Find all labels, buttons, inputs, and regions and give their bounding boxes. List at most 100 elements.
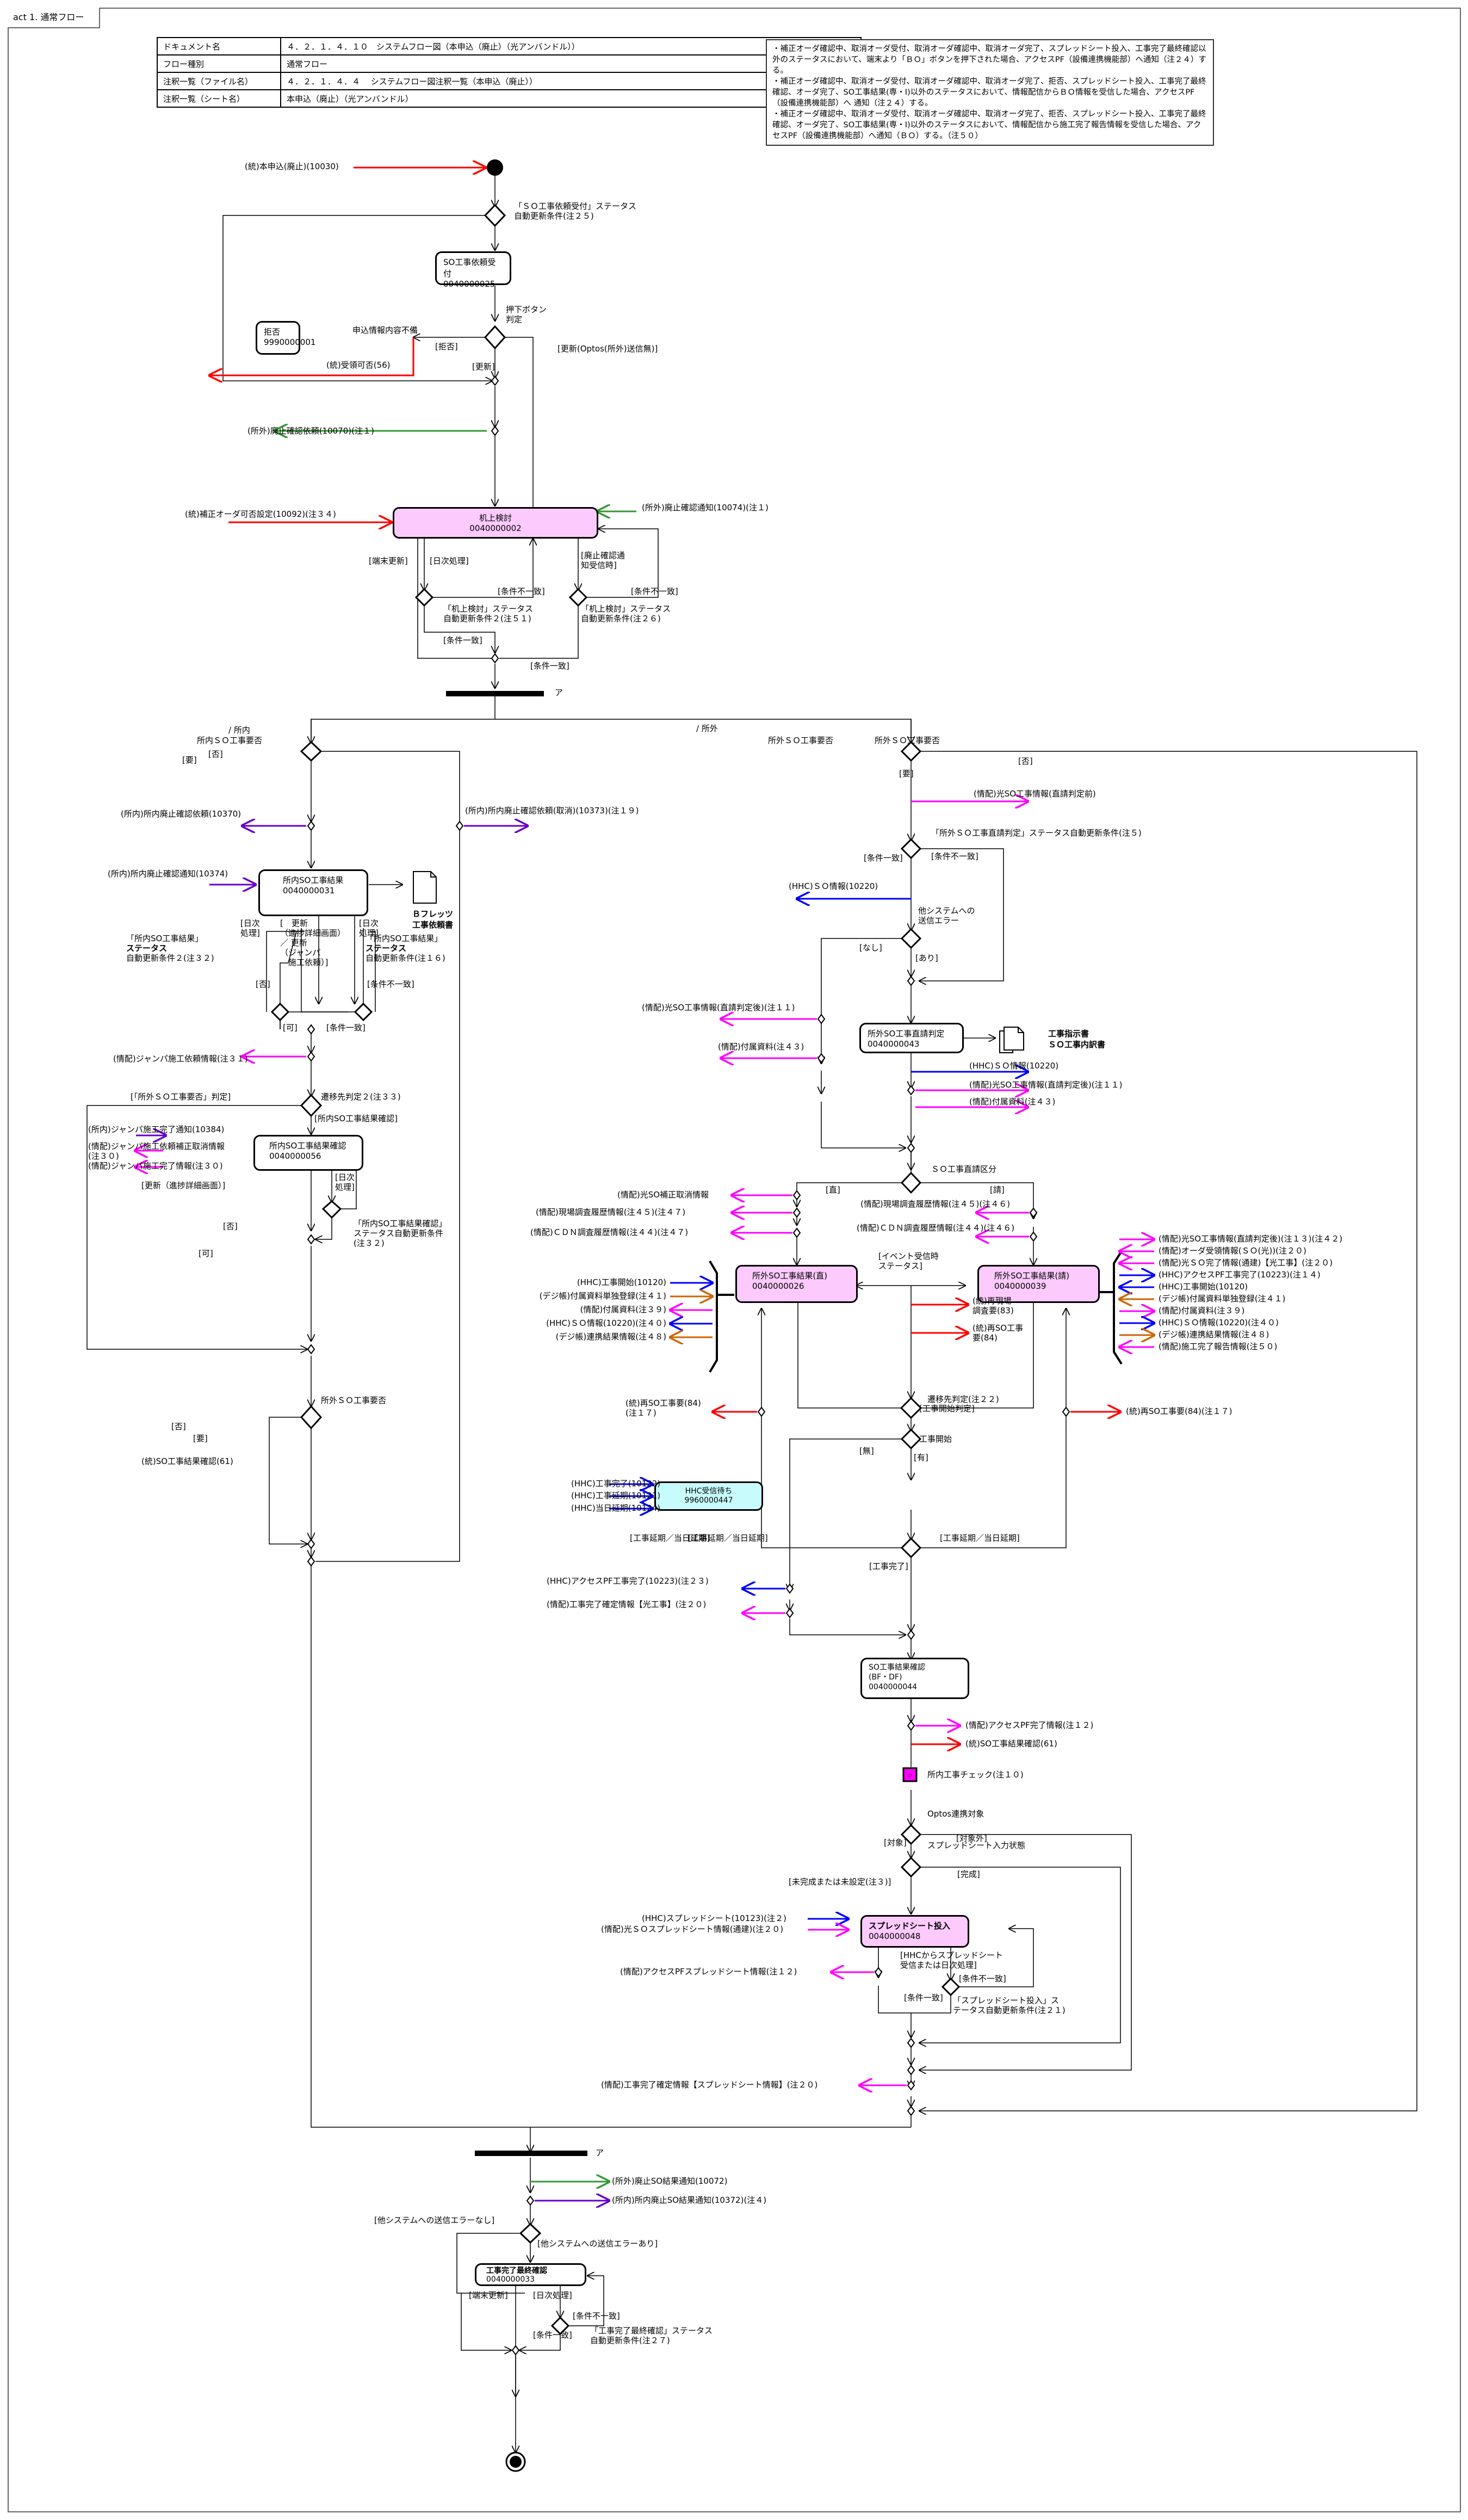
line: ／ 更新	[280, 938, 307, 948]
message-label: (統)再現場調査要(83)	[973, 1296, 1014, 1315]
merge	[785, 1608, 794, 1619]
action-shogai-kekka-sei[interactable]: 所外SO工事結果(請)0040000039	[977, 1265, 1100, 1303]
action-shogai-kekka-choku[interactable]: 所外SO工事結果(直)0040000026	[735, 1265, 858, 1303]
line: ステータス自動更新条件	[354, 1228, 444, 1238]
line: ステータス	[126, 943, 168, 953]
decision	[300, 1094, 323, 1117]
merge	[907, 2105, 915, 2116]
fork-label: ア	[555, 688, 563, 697]
msg-arrow	[209, 337, 414, 375]
node-name: 机上検討	[479, 513, 512, 523]
side-message-label: (デジ帳)連携結果情報(注４８)	[555, 1332, 666, 1342]
line: (注１７)	[625, 1408, 656, 1418]
node-id: 0040000031	[283, 886, 335, 895]
decision-label: 他システムへの送信エラー	[918, 851, 975, 925]
guard-label: [工事完了]	[869, 1561, 908, 1571]
guard-label: [否]	[1018, 756, 1033, 766]
decision	[568, 588, 588, 607]
decision-label: 所外ＳＯ工事要否	[321, 1395, 387, 1405]
line: ステータス]	[878, 1261, 922, 1271]
line: 自動更新条件(注２６)	[581, 614, 661, 623]
line: 自動更新条件２(注３２)	[126, 953, 214, 963]
merge	[307, 1344, 315, 1355]
node-name: 工事完了最終確認	[486, 2266, 547, 2275]
message-label: (情配)ジャンパ施工依頼補正取消情報(注３０)	[88, 1141, 225, 1161]
line: 押下ボタン	[506, 305, 547, 314]
guard-label: [可]	[283, 1023, 298, 1033]
message-label: (統)本申込(廃止)(10030)	[245, 162, 339, 171]
side-message-label: (デジ帳)付属資料単独登録(注４１)	[539, 1291, 666, 1301]
guard-label: [HHCからスプレッドシート受信または日次処理]	[900, 1950, 1003, 1970]
guard-label: [請]	[990, 1185, 1005, 1195]
line: 受信または日次処理]	[900, 1960, 977, 1970]
line: 「所内SO工事結果」	[366, 934, 443, 943]
line: 「スプレッドシート投入」ス	[953, 1996, 1060, 2005]
decision-label: ＳＯ工事直請区分	[931, 1164, 997, 1174]
node-id: 9960000447	[684, 1496, 733, 1505]
merge	[757, 1406, 766, 1417]
guard-label: [否]	[208, 749, 223, 759]
line: 処理]	[335, 1182, 355, 1192]
decision	[519, 2222, 542, 2244]
guard-label: [否]	[256, 979, 270, 989]
message-label: (情配)アクセスPFスプレッドシート情報(注１２)	[620, 1967, 797, 1977]
message-label: (情配)光SO工事情報(直請判定後)(注１１)	[642, 1003, 795, 1012]
node-id: 0040000025	[443, 279, 495, 289]
decision	[900, 1171, 922, 1194]
guard-label: [条件不一致]	[959, 1974, 1006, 1984]
side-message-label: (情配)オーダ受領情報(ＳＯ(光))(注２０)	[1159, 1246, 1306, 1256]
document-icons	[413, 871, 1024, 1053]
guard-label: [日次処理]	[335, 1172, 355, 1192]
guard-label: [要]	[899, 769, 914, 779]
message-label: (HHC)スプレッドシート(10123)(注２)	[642, 1913, 786, 1923]
node-id: 0040000033	[486, 2275, 535, 2284]
merge	[792, 1190, 801, 1201]
guard-label: [要]	[193, 1434, 208, 1443]
bracket-bars	[709, 1250, 1123, 1373]
line: [ 更新	[280, 918, 308, 928]
message-label: (情配)ＣＤＮ調査履歴情報(注４４)(注４６)	[857, 1223, 1015, 1233]
line: [イベント受信時	[878, 1251, 939, 1261]
line: 自動更新条件２(注５１)	[443, 614, 531, 623]
decision-label: 工事開始	[919, 1434, 952, 1444]
message-label: (情配)光SO工事情報(直請判定後)(注１１)	[969, 1080, 1123, 1090]
message-label: (情配)工事完了確定情報【スプレッドシート情報】(注２０)	[601, 2080, 818, 2090]
merge	[817, 1014, 826, 1024]
merge	[491, 653, 499, 664]
message-label: (所内)所内廃止確認依頼(10370)	[121, 809, 241, 819]
merge	[907, 1629, 915, 1640]
line: [日次	[240, 918, 260, 928]
guard-label: [他システムへの送信エラーあり]	[537, 2239, 658, 2249]
line: [廃止確認通	[581, 551, 625, 560]
merge	[792, 1207, 801, 1218]
guard-label: [否]	[223, 1221, 238, 1231]
side-message-label: (HHC)工事開始(10120)	[1159, 1282, 1248, 1292]
note-box: ・補正オーダ確認中、取消オーダ受付、取消オーダ確認中、取消オーダ完了、スプレッド…	[766, 39, 1214, 146]
node-name: SO工事依頼受付	[443, 257, 496, 279]
note-line: ・補正オーダ確認中、取消オーダ受付、取消オーダ確認中、取消オーダ完了、拒否、スプ…	[772, 77, 1206, 108]
action-so-kekka-kakunin[interactable]: SO工事結果確認(BF・DF)0040000044	[860, 1658, 969, 1699]
decision	[300, 740, 323, 762]
node-name: 拒否	[264, 327, 281, 337]
final-node	[505, 2451, 526, 2472]
line: 「所内SO工事結果確認」	[354, 1219, 447, 1228]
message-label: (情配)付属資料(注４３)	[718, 1042, 804, 1052]
message-label: (統)補正オーダ可否設定(10092)(注３４)	[185, 509, 336, 519]
message-label: (HHC)工事延期(10121)	[571, 1491, 661, 1500]
guard-label: / 所外	[696, 724, 718, 733]
guard-label: [条件一致]	[443, 635, 482, 645]
message-label: (所内)ジャンパ施工完了通知(10384)	[88, 1125, 225, 1134]
line: [HHCからスプレッドシート	[900, 1950, 1003, 1960]
message-label: (所内)所内廃止確認通知(10374)	[108, 869, 228, 879]
guard-label: [条件不一致]	[631, 586, 678, 596]
